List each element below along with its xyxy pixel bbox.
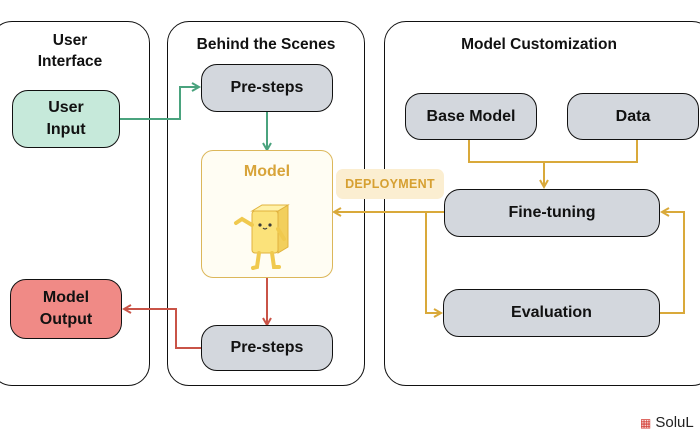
base-model-node: Base Model	[405, 93, 537, 140]
model-customization-title: Model Customization	[461, 36, 617, 53]
brand-text: SoluL	[655, 414, 694, 431]
user-input-node: User Input	[12, 90, 120, 148]
user-interface-title: User Interface	[37, 32, 103, 70]
grid-logo-icon: ▦	[640, 415, 652, 430]
model-label: Model	[243, 163, 291, 180]
edge-pre-steps-to-model-output	[124, 309, 201, 349]
pre-steps-bottom-node: Pre-steps	[201, 325, 333, 371]
behind-the-scenes-title: Behind the Scenes	[196, 36, 336, 53]
fine-tuning-node: Fine-tuning	[444, 189, 660, 237]
edge-user-input-to-pre-steps	[120, 87, 199, 120]
model-output-node: Model Output	[10, 279, 122, 339]
model-node: Model	[201, 150, 333, 278]
edge-data-to-fine-tuning	[544, 140, 638, 187]
edge-evaluation-to-fine-tuning	[660, 212, 685, 314]
data-node: Data	[567, 93, 699, 140]
pre-steps-top-node: Pre-steps	[201, 64, 333, 112]
edge-fine-tuning-to-evaluation	[425, 211, 444, 313]
model-mascot-icon	[234, 204, 290, 270]
brand-watermark: ▦ SoluL	[640, 414, 694, 431]
evaluation-node: Evaluation	[443, 289, 660, 337]
deployment-label: DEPLOYMENT	[336, 169, 444, 199]
edge-base-model-to-fine-tuning	[468, 140, 544, 163]
